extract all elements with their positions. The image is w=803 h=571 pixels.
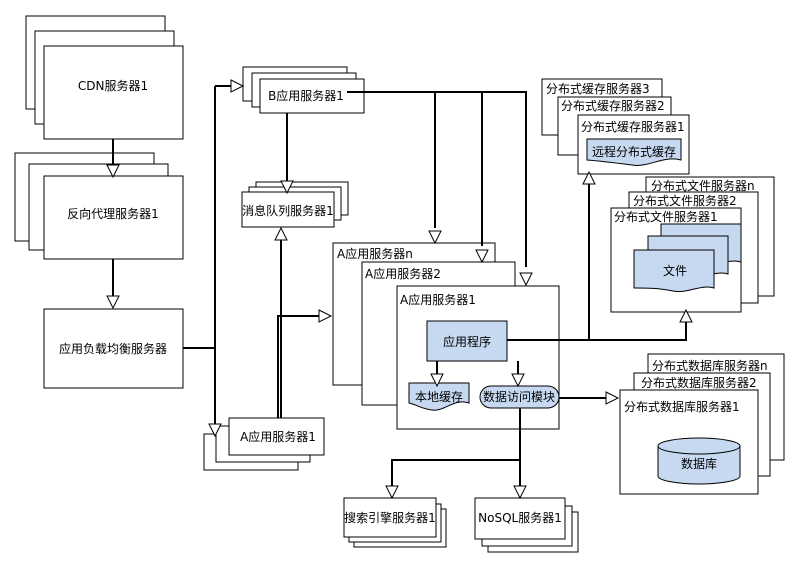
database-label: 数据库 bbox=[681, 456, 717, 471]
remote-cache-label: 远程分布式缓存 bbox=[592, 144, 676, 159]
search-engine-label: 搜索引擎服务器1 bbox=[344, 510, 436, 525]
b-app-server-label: B应用服务器1 bbox=[268, 88, 344, 103]
b-app-server-stack: B应用服务器1 bbox=[242, 66, 365, 114]
nosql-label: NoSQL服务器1 bbox=[478, 510, 562, 525]
cache-server-1-label: 分布式缓存服务器1 bbox=[581, 119, 685, 134]
document-icon-front bbox=[633, 249, 715, 293]
file-server-1-label: 分布式文件服务器1 bbox=[614, 209, 718, 224]
distributed-file-stack: 分布式文件服务器n 分布式文件服务器2 分布式文件服务器1 文件 bbox=[610, 176, 775, 313]
message-queue-stack: 消息队列服务器1 bbox=[241, 181, 349, 228]
distributed-database-stack: 分布式数据库服务器n 分布式数据库服务器2 分布式数据库服务器1 数据库 bbox=[619, 353, 785, 495]
a-app-server-bottom-label: A应用服务器1 bbox=[240, 429, 316, 444]
database-icon bbox=[657, 437, 741, 485]
application-program-label: 应用程序 bbox=[443, 334, 491, 349]
db-server-n-label: 分布式数据库服务器n bbox=[652, 358, 768, 373]
cache-server-2-label: 分布式缓存服务器2 bbox=[561, 98, 665, 113]
local-cache-shape bbox=[408, 382, 470, 411]
application-program-box bbox=[426, 320, 508, 362]
load-balancer-label: 应用负载均衡服务器 bbox=[59, 341, 167, 356]
reverse-proxy-stack: 反向代理服务器1 bbox=[14, 152, 184, 260]
reverse-proxy-label: 反向代理服务器1 bbox=[67, 206, 159, 221]
a-app-server-bottom-stack: A应用服务器1 bbox=[203, 417, 325, 471]
a-app-server-1-label: A应用服务器1 bbox=[400, 292, 476, 307]
distributed-cache-stack: 分布式缓存服务器3 分布式缓存服务器2 分布式缓存服务器1 远程分布式缓存 bbox=[541, 78, 690, 175]
a-app-server-cluster: A应用服务器n A应用服务器2 A应用服务器1 应用程序 本地缓存 数据访问模块 bbox=[332, 242, 560, 430]
local-cache-label: 本地缓存 bbox=[415, 390, 463, 404]
cache-server-3-label: 分布式缓存服务器3 bbox=[546, 81, 650, 96]
connectors bbox=[112, 85, 687, 487]
cdn-server-label: CDN服务器1 bbox=[78, 78, 148, 93]
load-balancer-box: 应用负载均衡服务器 bbox=[43, 308, 184, 389]
remote-cache-shape bbox=[586, 138, 682, 166]
nosql-stack: NoSQL服务器1 bbox=[474, 497, 579, 553]
db-server-1-label: 分布式数据库服务器1 bbox=[624, 399, 740, 414]
search-engine-stack: 搜索引擎服务器1 bbox=[343, 497, 447, 548]
a-app-server-n-label: A应用服务器n bbox=[337, 246, 413, 261]
message-queue-label: 消息队列服务器1 bbox=[242, 203, 334, 218]
file-server-2-label: 分布式文件服务器2 bbox=[633, 193, 737, 208]
file-server-n-label: 分布式文件服务器n bbox=[651, 178, 755, 193]
db-server-2-label: 分布式数据库服务器2 bbox=[641, 375, 757, 390]
cdn-server-stack: CDN服务器1 bbox=[25, 15, 184, 140]
arrowheads bbox=[106, 79, 693, 500]
a-app-server-2-label: A应用服务器2 bbox=[365, 266, 441, 281]
file-label: 文件 bbox=[663, 263, 687, 278]
data-access-module-label: 数据访问模块 bbox=[483, 389, 555, 404]
